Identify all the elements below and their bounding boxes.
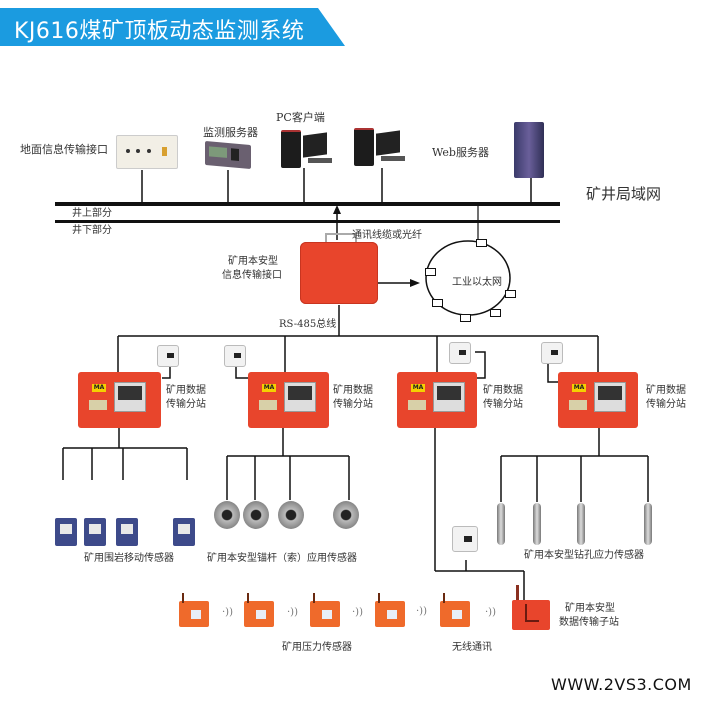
anchor-sensor-icon xyxy=(243,501,269,529)
interface-label-line1: 矿用本安型 xyxy=(228,256,278,267)
rock-movement-sensor-icon xyxy=(173,518,195,546)
pressure-sensor-icon xyxy=(179,593,209,627)
pc-client-label: PC客户端 xyxy=(276,111,325,124)
borehole-sensor-icon xyxy=(497,503,505,545)
substation-label: 传输分站 xyxy=(483,399,523,410)
wireless-signal-icon: ·)) xyxy=(416,606,427,617)
rock-movement-sensor-icon xyxy=(55,518,77,546)
substation-box[interactable]: MA xyxy=(248,372,329,428)
rock-movement-sensor-icon xyxy=(116,518,138,546)
pressure-sensor-icon xyxy=(440,593,470,627)
substation-sub-label-1: 矿用本安型 xyxy=(565,603,615,614)
substation-label: 矿用数据 xyxy=(483,385,523,396)
wireless-signal-icon: ·)) xyxy=(485,607,496,618)
pressure-sensor-icon xyxy=(375,593,405,627)
monitor-server-label: 监测服务器 xyxy=(203,126,258,139)
interface-box-icon[interactable] xyxy=(116,135,178,169)
watermark: WWW.2VS3.COM xyxy=(551,675,692,694)
ring-node xyxy=(432,299,443,307)
intrinsic-interface-box[interactable] xyxy=(300,242,378,304)
substation-box[interactable]: MA xyxy=(397,372,477,428)
wireless-signal-icon: ·)) xyxy=(222,607,233,618)
borehole-sensor-group-label: 矿用本安型钻孔应力传感器 xyxy=(524,550,644,561)
boundary-line xyxy=(55,220,560,223)
substation-box[interactable]: MA xyxy=(78,372,161,428)
substation-label: 传输分站 xyxy=(333,399,373,410)
server-icon[interactable] xyxy=(205,140,251,170)
substation-label: 传输分站 xyxy=(166,399,206,410)
substation-box[interactable]: MA xyxy=(558,372,638,428)
interface-handle xyxy=(325,233,357,244)
wireless-signal-icon: ·)) xyxy=(352,607,363,618)
junction-box-icon xyxy=(541,342,563,364)
above-ground-label: 井上部分 xyxy=(72,208,112,219)
borehole-sensor-icon xyxy=(577,503,585,545)
substation-label: 矿用数据 xyxy=(333,385,373,396)
ring-node xyxy=(476,239,487,247)
wireless-substation-box[interactable] xyxy=(512,600,550,630)
surface-lan-bus xyxy=(55,202,560,206)
web-server-label: Web服务器 xyxy=(432,146,489,159)
title-banner xyxy=(0,8,345,46)
substation-label: 传输分站 xyxy=(646,399,686,410)
page-title: KJ616煤矿顶板动态监测系统 xyxy=(14,19,305,44)
pc-tower-icon[interactable] xyxy=(281,130,301,168)
pc-tower-icon[interactable] xyxy=(354,128,374,166)
rs485-label: RS-485总线 xyxy=(279,319,337,330)
anchor-sensor-icon xyxy=(333,501,359,529)
anchor-sensor-group-label: 矿用本安型锚杆（索）应用传感器 xyxy=(207,553,357,564)
uplink-arrow xyxy=(333,205,341,214)
rock-sensor-group-label: 矿用围岩移动传感器 xyxy=(84,553,174,564)
pressure-sensor-label: 矿用压力传感器 xyxy=(282,642,352,653)
anchor-sensor-icon xyxy=(278,501,304,529)
pressure-sensor-icon xyxy=(310,593,340,627)
wireless-signal-icon: ·)) xyxy=(287,607,298,618)
ethernet-label: 工业以太网 xyxy=(452,277,502,288)
junction-box-icon xyxy=(449,342,471,364)
surface-interface-label: 地面信息传输接口 xyxy=(20,143,108,156)
borehole-sensor-icon xyxy=(533,503,541,545)
tower-server-icon[interactable] xyxy=(514,122,544,178)
anchor-sensor-icon xyxy=(214,501,240,529)
rock-movement-sensor-icon xyxy=(84,518,106,546)
ring-node xyxy=(425,268,436,276)
ring-node xyxy=(505,290,516,298)
junction-box-icon xyxy=(157,345,179,367)
ring-node xyxy=(490,309,501,317)
pc-monitor-icon[interactable] xyxy=(303,132,327,158)
ring-node xyxy=(460,314,471,322)
below-ground-label: 井下部分 xyxy=(72,225,112,236)
mine-lan-label: 矿井局域网 xyxy=(586,185,662,203)
substation-sub-label-2: 数据传输子站 xyxy=(559,617,619,628)
borehole-sensor-icon xyxy=(644,503,652,545)
wireless-comm-label: 无线通讯 xyxy=(452,642,492,653)
substation-label: 矿用数据 xyxy=(646,385,686,396)
antenna-icon xyxy=(516,585,519,601)
pressure-sensor-icon xyxy=(244,593,274,627)
junction-box-icon xyxy=(452,526,478,552)
substation-label: 矿用数据 xyxy=(166,385,206,396)
pc-monitor-icon[interactable] xyxy=(376,130,400,156)
interface-label-line2: 信息传输接口 xyxy=(222,270,282,281)
keyboard-icon xyxy=(308,158,332,163)
junction-box-icon xyxy=(224,345,246,367)
keyboard-icon xyxy=(381,156,405,161)
to-ring-arrow xyxy=(410,279,420,287)
cable-label: 通讯线缆或光纤 xyxy=(352,230,422,241)
